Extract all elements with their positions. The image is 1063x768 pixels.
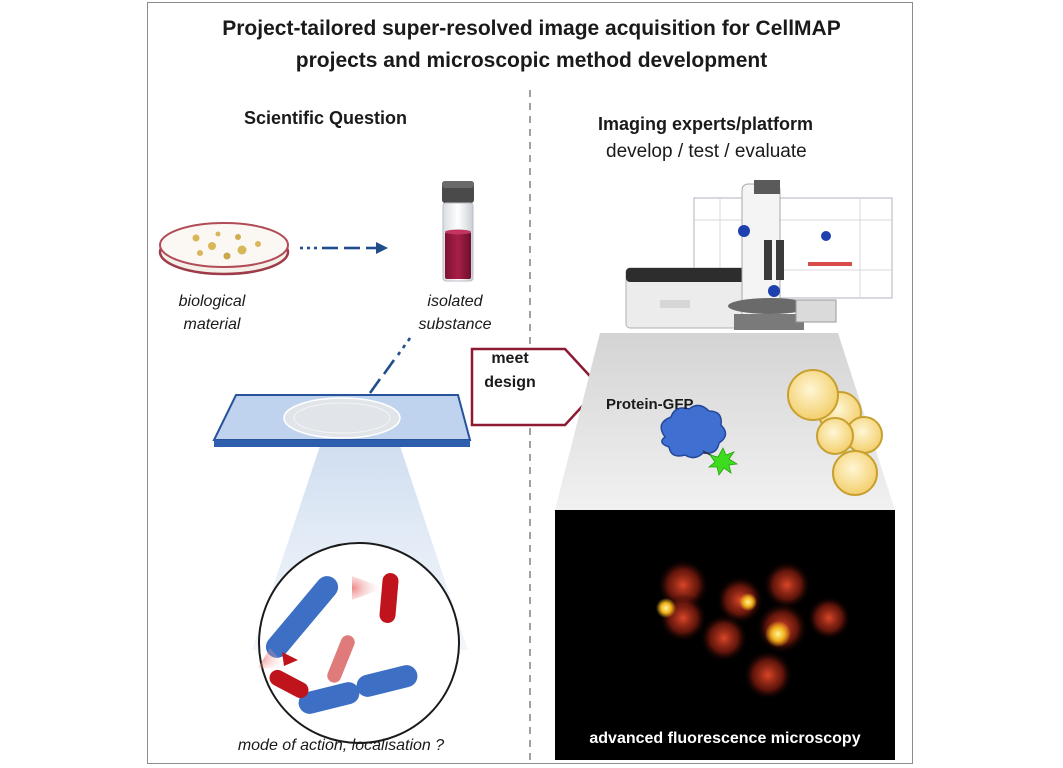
figure-title-line-2: projects and microscopic method developm… xyxy=(295,49,768,72)
protein-gfp-label: Protein-GFP xyxy=(606,396,694,413)
isolated-label-2: substance xyxy=(418,316,492,333)
bacterium-red-1 xyxy=(379,573,399,623)
petri-dish-icon xyxy=(158,222,290,276)
microscope-slide-icon xyxy=(212,394,472,447)
figure-frame xyxy=(147,2,913,764)
fluorescence-micrograph xyxy=(555,510,895,760)
impact-flash-2 xyxy=(258,648,288,668)
right-heading: Imaging experts/platform xyxy=(598,114,814,134)
bacterium-blue-3 xyxy=(356,665,418,697)
bio-label-1: biological xyxy=(178,293,246,310)
bottom-caption: mode of action, localisation ? xyxy=(237,737,445,754)
bacteria-circle xyxy=(258,542,460,744)
design-label: design xyxy=(484,374,536,391)
bacterium-blue-1 xyxy=(265,576,339,658)
microscope-icon xyxy=(625,180,893,330)
figure-title-line-1: Project-tailored super-resolved image ac… xyxy=(222,17,841,40)
meet-label: meet xyxy=(491,350,529,367)
vial-icon xyxy=(442,181,474,282)
protein-cloud-icon xyxy=(660,404,727,459)
left-heading: Scientific Question xyxy=(244,108,408,128)
microscopy-caption: advanced fluorescence microscopy xyxy=(589,730,861,747)
bacterium-red-2 xyxy=(269,669,309,699)
meet-design-label: meet design xyxy=(475,347,545,395)
gfp-star-icon xyxy=(707,447,739,476)
bio-label-2: material xyxy=(183,316,241,333)
right-subheading: develop / test / evaluate xyxy=(606,141,807,162)
arrow-to-vial xyxy=(300,242,388,254)
impact-flash-1 xyxy=(352,576,384,600)
vesicle-cluster xyxy=(787,369,883,496)
arrowhead-red xyxy=(282,652,298,666)
bacterium-blue-2 xyxy=(298,682,360,714)
isolated-label-1: isolated xyxy=(427,293,483,310)
bacterium-pink xyxy=(327,635,355,683)
